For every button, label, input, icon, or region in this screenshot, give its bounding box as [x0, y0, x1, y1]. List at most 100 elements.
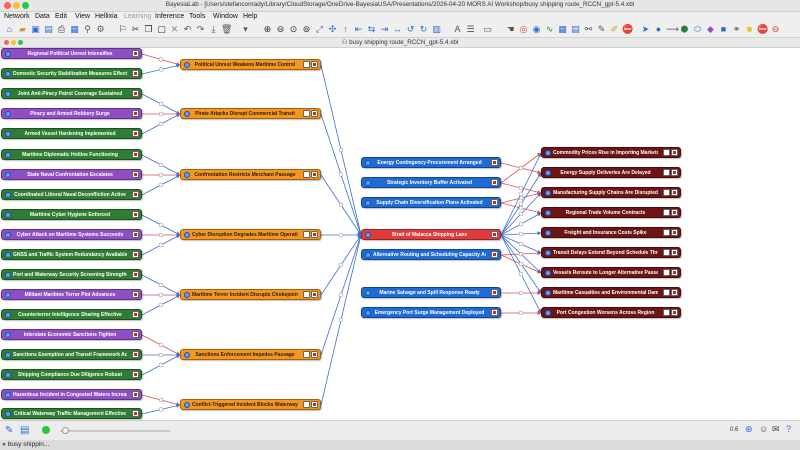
edge-handle[interactable]: [338, 232, 344, 238]
edge-handle[interactable]: [518, 310, 524, 316]
monitor-icon[interactable]: [132, 410, 139, 417]
monitor-chart-icon[interactable]: [303, 231, 310, 238]
monitor-icon[interactable]: ▭: [483, 24, 492, 34]
monitor-icon[interactable]: [671, 209, 678, 216]
grid-icon[interactable]: ▥: [432, 24, 441, 34]
undo-icon[interactable]: ↶: [183, 24, 192, 34]
edge-handle[interactable]: [518, 211, 524, 217]
monitor-icon[interactable]: [491, 231, 498, 238]
edge-handle[interactable]: [158, 111, 164, 117]
redo-icon[interactable]: ↷: [196, 24, 205, 34]
edge-handle[interactable]: [158, 282, 164, 288]
monitor-icon[interactable]: [132, 130, 139, 137]
monitor-icon[interactable]: [491, 289, 498, 296]
zoom-slider-thumb[interactable]: [62, 427, 69, 434]
node-maritime-casualties-damage[interactable]: Maritime Casualties and Environmental Da…: [541, 287, 681, 298]
menu-edit[interactable]: Edit: [55, 13, 68, 20]
save-as-icon[interactable]: ▤: [44, 24, 53, 34]
node-hazardous-incident-congested[interactable]: Hazardous Incident in Congested Waters I…: [1, 389, 142, 400]
edge-handle[interactable]: [338, 172, 344, 177]
sticky-note-icon[interactable]: ■: [746, 24, 753, 34]
node-port-waterway-security[interactable]: Port and Waterway Security Screening Str…: [1, 269, 142, 280]
node-supply-chain-diversification[interactable]: Supply Chain Diversification Plans Activ…: [361, 197, 501, 208]
close-document-button[interactable]: [4, 40, 9, 45]
edge-handle[interactable]: [518, 290, 524, 296]
gear-icon[interactable]: ⚙: [96, 24, 105, 34]
monitor-icon[interactable]: [671, 309, 678, 316]
monitor-icon[interactable]: [671, 169, 678, 176]
arc-icon[interactable]: ⟶: [666, 24, 679, 34]
node-emergency-port-surge[interactable]: Emergency Port Surge Management Deployed: [361, 307, 501, 318]
rotate-left-icon[interactable]: ↺: [406, 24, 415, 34]
edge-handle[interactable]: [158, 342, 164, 348]
monitor-icon[interactable]: [491, 251, 498, 258]
zoom-out-icon[interactable]: ⊖: [276, 24, 285, 34]
edge-handle[interactable]: [518, 251, 524, 257]
target-icon[interactable]: ◎: [519, 24, 528, 34]
menu-window[interactable]: Window: [213, 13, 238, 20]
stop-icon[interactable]: ⛔: [622, 24, 634, 34]
monitor-icon[interactable]: [132, 191, 139, 198]
node-joint-anti-piracy-patrol[interactable]: Joint Anti-Piracy Patrol Coverage Sustai…: [1, 88, 142, 99]
minimize-window-button[interactable]: [13, 2, 20, 9]
monitor-icon[interactable]: [132, 231, 139, 238]
erase-icon[interactable]: ⛔: [757, 24, 769, 34]
minimize-document-button[interactable]: [11, 40, 16, 45]
hand-icon[interactable]: ☚: [506, 24, 515, 34]
monitor-chart-icon[interactable]: [303, 61, 310, 68]
zoom-reset-icon[interactable]: ⊚: [302, 24, 311, 34]
monitor-icon[interactable]: [311, 401, 318, 408]
edge-handle[interactable]: [518, 221, 524, 227]
monitor-icon[interactable]: [132, 271, 139, 278]
align-up-icon[interactable]: ↑: [343, 24, 348, 34]
link-icon[interactable]: ⚭: [732, 24, 741, 34]
node-political-unrest-weakens-control[interactable]: Political Unrest Weakens Maritime Contro…: [180, 59, 321, 70]
monitor-chart-icon[interactable]: [663, 289, 670, 296]
node-port-congestion-worsens[interactable]: Port Congestion Worsens Across Region: [541, 307, 681, 318]
edge-handle[interactable]: [158, 232, 164, 238]
node-state-naval-confrontation[interactable]: State Naval Confrontation Escalates: [1, 169, 142, 180]
monitor-icon[interactable]: [311, 291, 318, 298]
validation-mode-icon[interactable]: ▤: [20, 425, 30, 436]
monitor-icon[interactable]: [671, 289, 678, 296]
font-icon[interactable]: A: [454, 24, 461, 34]
edge-handle[interactable]: [518, 241, 524, 247]
monitor-chart-icon[interactable]: [303, 351, 310, 358]
monitor-chart-icon[interactable]: [303, 291, 310, 298]
node-sanctions-exemption-framework[interactable]: Sanctions Exemption and Transit Framewor…: [1, 349, 142, 360]
edge-handle[interactable]: [518, 231, 524, 237]
node-strategic-inventory-buffer[interactable]: Strategic Inventory Buffer Activated: [361, 177, 501, 188]
edge-handle[interactable]: [338, 317, 344, 323]
monitor-icon[interactable]: [491, 179, 498, 186]
node-maritime-cyber-hygiene[interactable]: Maritime Cyber Hygiene Enforced: [1, 209, 142, 220]
node-interstate-sanctions[interactable]: Interstate Economic Sanctions Tighten: [1, 329, 142, 340]
node-gnss-traffic-redundancy[interactable]: GNSS and Traffic System Redundancy Avail…: [1, 249, 142, 260]
ellipse-icon[interactable]: ⬭: [693, 24, 702, 34]
menu-hellixia[interactable]: Hellixia: [95, 13, 118, 20]
node-transit-delays-extend[interactable]: Transit Delays Extend Beyond Schedule Th…: [541, 247, 681, 258]
node-freight-insurance-spike[interactable]: Freight and Insurance Costs Spike: [541, 227, 681, 238]
monitor-icon[interactable]: [132, 50, 139, 57]
zoom-slider-track[interactable]: [60, 430, 170, 432]
home-icon[interactable]: ⌂: [6, 24, 13, 34]
menu-data[interactable]: Data: [35, 13, 50, 20]
copy-icon[interactable]: ❐: [144, 24, 153, 34]
diamond-icon[interactable]: ◆: [707, 24, 714, 34]
format-icon[interactable]: ☰: [466, 24, 475, 34]
paste-icon[interactable]: ▢: [157, 24, 166, 34]
node-piracy-armed-robbery[interactable]: Piracy and Armed Robbery Surge: [1, 108, 142, 119]
monitor-chart-icon[interactable]: [663, 189, 670, 196]
node-energy-contingency-procurement[interactable]: Energy Contingency Procurement Arranged: [361, 157, 501, 168]
monitor-chart-icon[interactable]: [663, 209, 670, 216]
learning-mode-icon[interactable]: ⚐: [118, 24, 127, 34]
monitor-chart-icon[interactable]: [663, 229, 670, 236]
monitor-chart-icon[interactable]: [663, 149, 670, 156]
network-icon[interactable]: ⚯: [584, 24, 593, 34]
monitor-icon[interactable]: [132, 371, 139, 378]
monitor-chart-icon[interactable]: [303, 401, 310, 408]
edge-handle[interactable]: [158, 362, 164, 368]
download-icon[interactable]: ⤓: [211, 24, 216, 34]
monitor-icon[interactable]: [311, 231, 318, 238]
node-terror-incident-disrupts-chokepoint[interactable]: Maritime Terror Incident Disrupts Chokep…: [180, 289, 321, 300]
monitor-chart-icon[interactable]: [663, 169, 670, 176]
